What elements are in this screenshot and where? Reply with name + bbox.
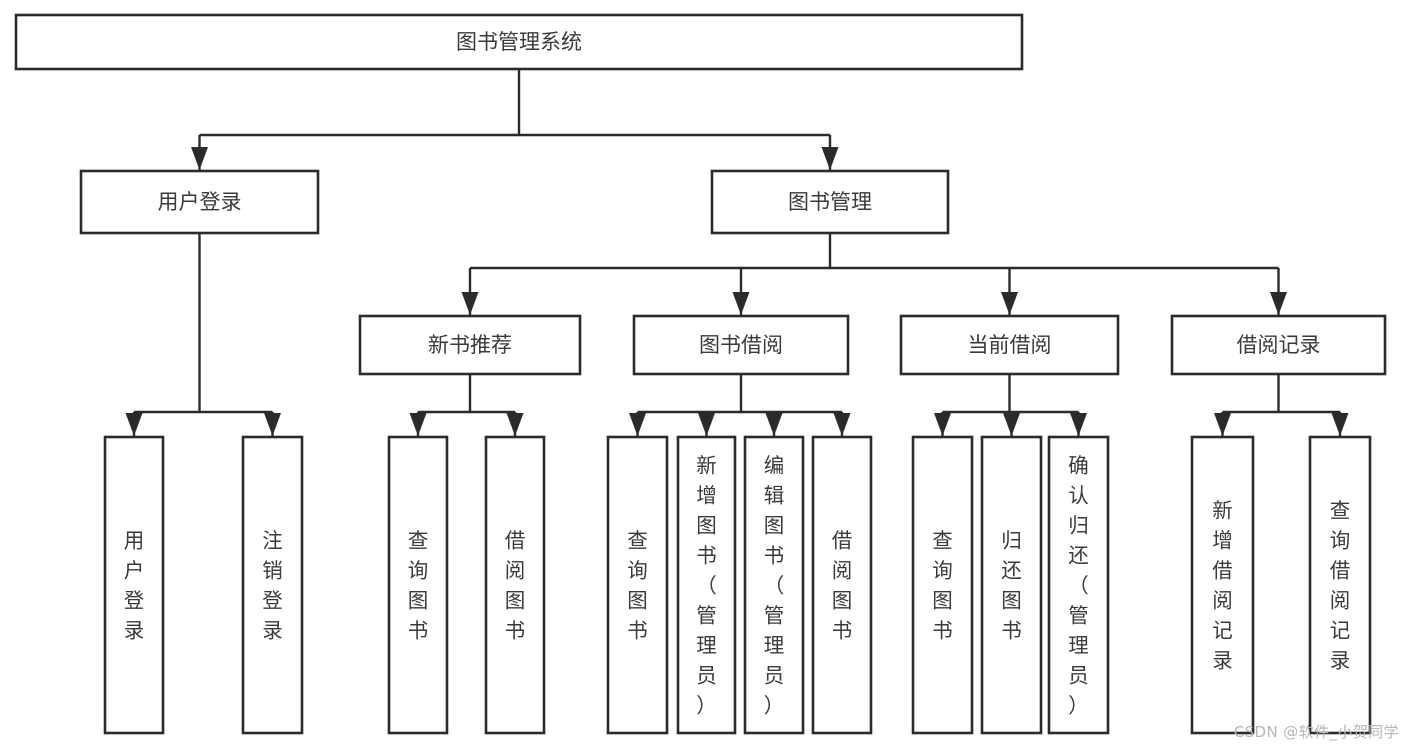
- node-root[interactable]: 图书管理系统: [14, 13, 1024, 71]
- node-leaf-12[interactable]: 查询借阅记录: [1308, 435, 1372, 735]
- node-leaf-9-rect[interactable]: [980, 435, 1043, 735]
- connectors-layer: [125, 69, 1349, 436]
- node-leaf-1-rect[interactable]: [241, 435, 304, 735]
- node-level3-2-rect[interactable]: [899, 314, 1120, 376]
- node-leaf-5-rect[interactable]: [676, 435, 737, 735]
- arrow-head-icon: [821, 147, 839, 170]
- node-leaf-2-rect[interactable]: [387, 435, 449, 735]
- arrow-head-icon: [1331, 413, 1349, 436]
- arrow-head-icon: [732, 292, 750, 315]
- node-leaf-8[interactable]: 查询图书: [911, 435, 974, 735]
- node-leaf-0-label: 用户登录: [124, 529, 145, 643]
- node-leaf-9-label: 归还图书: [1001, 529, 1022, 643]
- arrow-head-icon: [1003, 413, 1020, 436]
- node-leaf-8-rect[interactable]: [911, 435, 974, 735]
- arrow-head-icon: [1214, 413, 1231, 436]
- node-leaf-9[interactable]: 归还图书: [980, 435, 1043, 735]
- node-leaf-0[interactable]: 用户登录: [103, 435, 165, 735]
- arrow-head-icon: [264, 413, 281, 436]
- node-level2-0-rect[interactable]: [79, 169, 320, 235]
- arrow-head-icon: [1270, 292, 1287, 315]
- node-leaf-10-rect[interactable]: [1047, 435, 1110, 735]
- node-leaf-1-label: 注销登录: [262, 529, 283, 643]
- node-level3-2[interactable]: 当前借阅: [899, 314, 1120, 376]
- node-leaf-4-rect[interactable]: [606, 435, 669, 735]
- node-level3-3-rect[interactable]: [1170, 314, 1387, 376]
- node-leaf-1[interactable]: 注销登录: [241, 435, 304, 735]
- arrow-head-icon: [934, 413, 951, 436]
- node-leaf-3-rect[interactable]: [484, 435, 546, 735]
- node-level2-1-label: 图书管理: [788, 190, 872, 214]
- node-level3-0-label: 新书推荐: [428, 333, 512, 357]
- csdn-watermark: CSDN @软件_小贺同学: [1233, 723, 1399, 741]
- arrow-head-icon: [506, 413, 524, 436]
- arrow-head-icon: [629, 413, 646, 436]
- node-leaf-6-rect[interactable]: [743, 435, 805, 735]
- node-leaf-5[interactable]: 新增图书（管理员）: [676, 435, 737, 735]
- node-level3-3-label: 借阅记录: [1237, 333, 1321, 357]
- node-leaf-4[interactable]: 查询图书: [606, 435, 669, 735]
- node-root-label: 图书管理系统: [456, 30, 582, 54]
- node-level2-0-label: 用户登录: [158, 190, 242, 214]
- node-leaf-10-label: 确认归还（管理员）: [1068, 454, 1089, 718]
- node-leaf-10[interactable]: 确认归还（管理员）: [1047, 435, 1110, 735]
- node-level3-2-label: 当前借阅: [968, 333, 1052, 357]
- arrow-head-icon: [191, 147, 208, 170]
- node-leaf-8-label: 查询图书: [932, 529, 953, 643]
- node-level2-0[interactable]: 用户登录: [79, 169, 320, 235]
- node-leaf-11-label: 新增借阅记录: [1212, 499, 1233, 673]
- node-level3-3[interactable]: 借阅记录: [1170, 314, 1387, 376]
- node-level3-1-rect[interactable]: [632, 314, 850, 376]
- arrow-head-icon: [698, 413, 715, 436]
- node-leaf-3[interactable]: 借阅图书: [484, 435, 546, 735]
- boxes-layer: 图书管理系统用户登录图书管理新书推荐图书借阅当前借阅借阅记录用户登录注销登录查询…: [14, 13, 1387, 735]
- node-leaf-4-label: 查询图书: [627, 529, 648, 643]
- node-leaf-11-rect[interactable]: [1190, 435, 1255, 735]
- node-leaf-6-label: 编辑图书（管理员）: [764, 454, 785, 718]
- node-leaf-7-rect[interactable]: [811, 435, 873, 735]
- arrow-head-icon: [765, 413, 783, 436]
- node-leaf-12-rect[interactable]: [1308, 435, 1372, 735]
- arrow-head-icon: [1070, 413, 1087, 436]
- node-leaf-2-label: 查询图书: [408, 529, 429, 643]
- node-level2-1-rect[interactable]: [710, 169, 950, 235]
- node-leaf-2[interactable]: 查询图书: [387, 435, 449, 735]
- arrow-head-icon: [461, 292, 479, 315]
- node-leaf-11[interactable]: 新增借阅记录: [1190, 435, 1255, 735]
- node-level3-1[interactable]: 图书借阅: [632, 314, 850, 376]
- node-leaf-0-rect[interactable]: [103, 435, 165, 735]
- arrow-head-icon: [125, 413, 143, 436]
- node-leaf-5-label: 新增图书（管理员）: [696, 454, 717, 718]
- node-level3-1-label: 图书借阅: [699, 333, 783, 357]
- arrow-head-icon: [409, 413, 427, 436]
- node-leaf-7[interactable]: 借阅图书: [811, 435, 873, 735]
- arrow-head-icon: [1001, 292, 1018, 315]
- node-leaf-3-label: 借阅图书: [505, 529, 526, 643]
- node-level2-1[interactable]: 图书管理: [710, 169, 950, 235]
- node-leaf-6[interactable]: 编辑图书（管理员）: [743, 435, 805, 735]
- node-leaf-12-label: 查询借阅记录: [1330, 499, 1351, 673]
- node-leaf-7-label: 借阅图书: [832, 529, 853, 643]
- arrow-head-icon: [833, 413, 851, 436]
- node-level3-0[interactable]: 新书推荐: [358, 314, 582, 376]
- node-level3-0-rect[interactable]: [358, 314, 582, 376]
- node-root-rect[interactable]: [14, 13, 1024, 71]
